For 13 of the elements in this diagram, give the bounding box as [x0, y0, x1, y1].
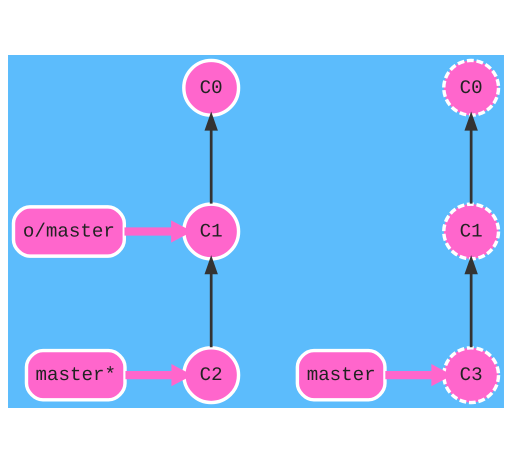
arrow — [464, 110, 478, 204]
node-box: o/master — [12, 204, 126, 258]
arrow — [204, 110, 218, 204]
node-box: master — [296, 348, 387, 401]
node-circle: C0 — [442, 58, 500, 116]
node-circle: C2 — [182, 346, 240, 404]
arrow — [464, 254, 478, 347]
node-box: master* — [24, 348, 127, 401]
node-circle: C1 — [442, 202, 500, 260]
node-circle: C3 — [442, 346, 500, 404]
node-circle: C0 — [182, 58, 240, 116]
arrow — [204, 254, 218, 347]
node-circle: C1 — [182, 202, 240, 260]
